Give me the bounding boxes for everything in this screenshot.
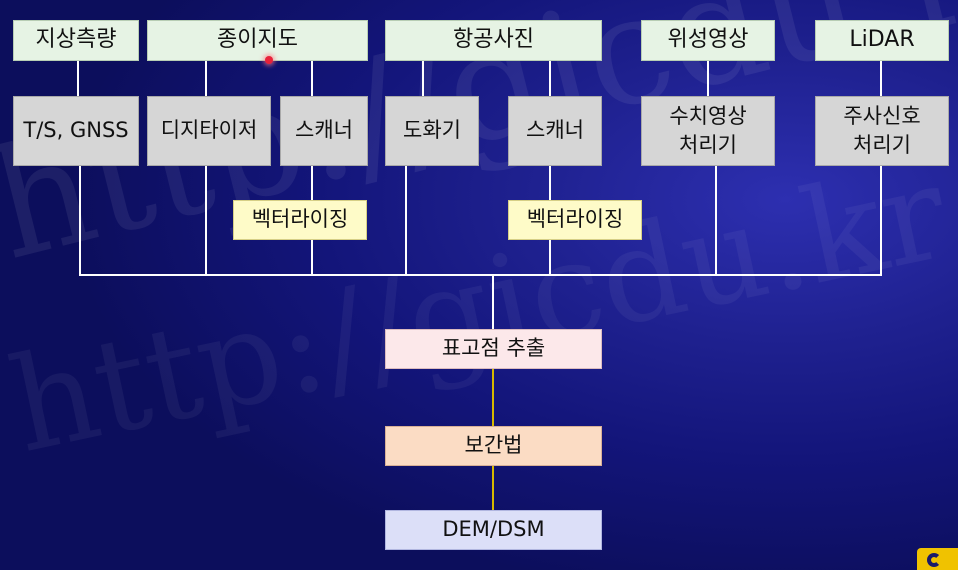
corner-logo-icon (917, 548, 958, 570)
connector (715, 166, 717, 275)
step-elevation-point-extraction: 표고점 추출 (385, 329, 602, 369)
connector (880, 166, 882, 275)
connector (549, 240, 551, 275)
connector (205, 60, 207, 96)
source-satellite-image: 위성영상 (641, 20, 775, 61)
connector (311, 166, 313, 200)
vectorizing-photo: 벡터라이징 (508, 200, 642, 240)
connector (707, 60, 709, 96)
connector-bus (79, 274, 882, 276)
connector (311, 60, 313, 96)
device-plotter: 도화기 (385, 96, 479, 166)
device-ts-gnss: T/S, GNSS (13, 96, 139, 166)
step-dem-dsm-output: DEM/DSM (385, 510, 602, 550)
step-interpolation: 보간법 (385, 426, 602, 466)
connector (311, 240, 313, 275)
device-digitizer: 디지타이저 (147, 96, 271, 166)
connector (422, 60, 424, 96)
device-scanner-photo: 스캐너 (508, 96, 602, 166)
connector (549, 166, 551, 200)
device-scanner-map: 스캐너 (280, 96, 368, 166)
connector (79, 166, 81, 275)
source-lidar: LiDAR (815, 20, 949, 61)
device-digital-image-processor: 수치영상 처리기 (641, 96, 775, 166)
connector (549, 60, 551, 96)
laser-pointer-icon (265, 56, 273, 64)
source-paper-map: 종이지도 (147, 20, 368, 61)
device-scan-signal-processor: 주사신호 처리기 (815, 96, 949, 166)
connector (880, 60, 882, 96)
vectorizing-map: 벡터라이징 (233, 200, 367, 240)
connector (205, 166, 207, 275)
connector-extract-to-interpolate (492, 368, 494, 426)
connector-interpolate-to-output (492, 465, 494, 510)
connector (77, 60, 79, 96)
connector (492, 274, 494, 329)
connector (405, 166, 407, 275)
source-aerial-photo: 항공사진 (385, 20, 602, 61)
source-ground-survey: 지상측량 (13, 20, 139, 61)
